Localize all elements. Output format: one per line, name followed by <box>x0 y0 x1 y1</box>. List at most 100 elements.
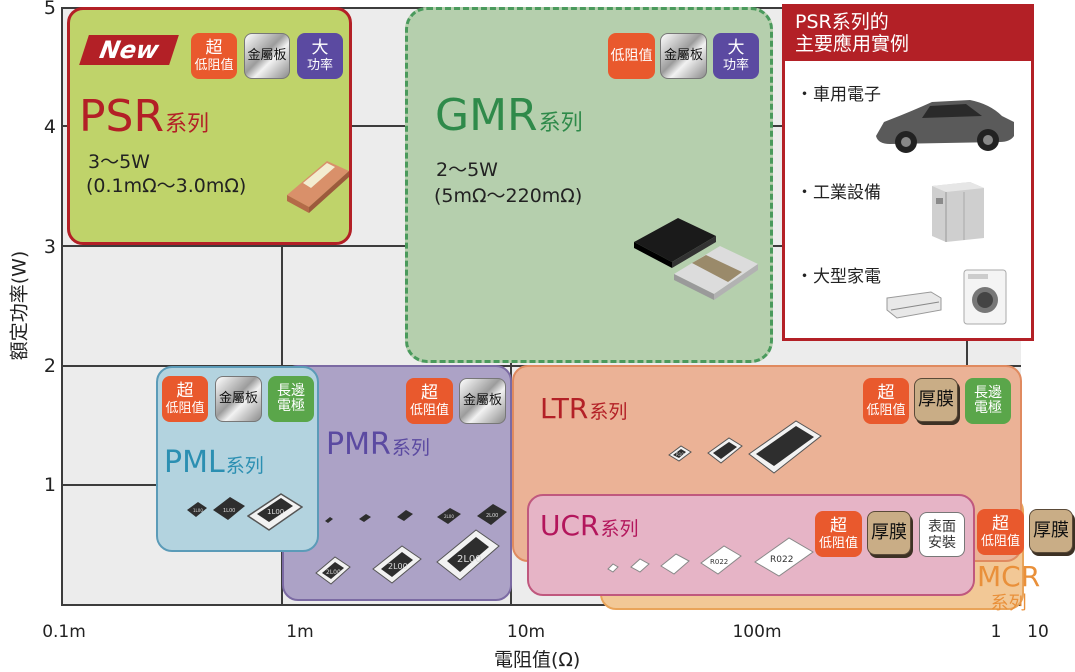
x-tick-label: 10 <box>1027 622 1049 642</box>
series-suffix: 系列 <box>589 401 628 423</box>
pmr-resistor-small <box>397 510 413 521</box>
gmr-resistor-image <box>634 218 758 300</box>
series-suffix: 系列 <box>165 112 210 137</box>
chip-marking: R10 <box>676 452 684 457</box>
badge-text: 超 <box>877 383 895 403</box>
badge-text: 低阻值 <box>980 534 1020 549</box>
series-name: LTR <box>540 392 589 425</box>
badge-text: 表面 <box>928 518 956 535</box>
washing-machine-image <box>963 269 1007 325</box>
gmr-power-spec: 2～5W <box>436 159 498 181</box>
ultra-low-resistance-badge: 超 低阻值 <box>162 376 208 422</box>
ucr-series-title: UCR系列 <box>540 512 639 540</box>
series-name: PML <box>164 445 225 480</box>
chip-marking: 2L00 <box>444 514 454 519</box>
x-tick-label: 100m <box>732 622 782 642</box>
badge-text: 厚膜 <box>1033 520 1069 541</box>
pml-resistor-medium: 1L00 <box>213 497 245 520</box>
chip-marking: 2L00 <box>326 569 341 576</box>
ultra-low-resistance-badge: 超 低阻值 <box>191 33 237 79</box>
pmr-resistor-tiny <box>359 514 371 522</box>
x-tick-label: 10m <box>506 622 546 642</box>
badge-text: 金屬板 <box>218 391 258 406</box>
ltr-series-title: LTR系列 <box>540 395 627 423</box>
mcr-series-title: MCR 系列 <box>977 563 1040 613</box>
pmr-resistor-tiny <box>325 517 333 523</box>
pmr-resistor-small: 2L00 <box>477 504 507 525</box>
gridline-vertical <box>281 7 283 605</box>
badge-text: 超 <box>176 381 194 401</box>
metal-plate-badge: 金屬板 <box>660 33 707 79</box>
new-badge-label: New <box>97 36 161 64</box>
gmr-series-title: GMR系列 <box>435 94 583 138</box>
badge-text: 低阻值 <box>866 403 906 418</box>
y-tick-label: 3 <box>43 236 56 258</box>
long-side-electrode-badge: 長邊 電極 <box>965 378 1011 424</box>
pmr-series-title: PMR系列 <box>326 430 430 460</box>
series-name: MCR <box>977 560 1041 593</box>
ucr-resistor-tiny <box>607 563 619 573</box>
metal-plate-badge: 金屬板 <box>459 378 506 424</box>
y-tick-label: 5 <box>43 0 56 19</box>
x-axis-title: 電阻值(Ω) <box>494 649 581 671</box>
badge-text: 低阻值 <box>165 401 205 416</box>
chip-marking: 1L00 <box>267 508 284 516</box>
badge-text: 超 <box>830 516 847 536</box>
pmr-resistor-large: 2L00 <box>436 529 500 581</box>
pmr-resistor-large: 2L00 <box>372 545 422 584</box>
badge-text: 金屬板 <box>462 393 502 408</box>
badge-text: 安裝 <box>928 534 956 551</box>
pml-resistor-large: 1L00 <box>247 493 303 531</box>
badge-text: 超 <box>421 383 438 403</box>
badge-text: 低阻值 <box>818 536 858 551</box>
series-suffix: 系列 <box>990 593 1027 614</box>
badge-text: 電極 <box>974 400 1002 416</box>
air-conditioner-image <box>886 291 942 319</box>
series-name: PMR <box>326 427 391 462</box>
y-tick-label: 1 <box>43 474 56 496</box>
gridline-vertical <box>61 7 63 605</box>
ucr-resistor-small <box>630 558 650 573</box>
series-suffix: 系列 <box>225 455 264 477</box>
chip-marking: 2L00 <box>457 554 482 565</box>
ultra-low-resistance-badge: 超 低阻值 <box>863 378 909 424</box>
series-suffix: 系列 <box>391 437 430 459</box>
badge-text: 金屬板 <box>663 48 703 63</box>
ultra-low-resistance-badge: 超 低阻值 <box>406 378 453 424</box>
badge-text: 長邊 <box>277 383 305 399</box>
psr-power-spec: 3～5W <box>88 151 150 173</box>
industrial-equipment-image <box>932 182 984 242</box>
chip-marking: R022 <box>710 558 728 566</box>
smd-badge: 表面 安裝 <box>919 512 965 557</box>
badge-text: 厚膜 <box>871 522 907 543</box>
y-axis-title: 額定功率(W) <box>8 250 31 361</box>
x-tick-label: 1m <box>286 622 314 642</box>
applications-title: 主要應用實例 <box>795 33 910 55</box>
badge-text: 長邊 <box>974 385 1002 401</box>
chip-marking: 1L00 <box>193 508 203 513</box>
ucr-resistor-small <box>660 553 690 575</box>
x-tick-label: 0.1m <box>42 622 86 642</box>
high-power-badge: 大 功率 <box>713 33 759 79</box>
ucr-resistor-medium: R022 <box>700 545 742 575</box>
chip-marking: 2L00 <box>388 562 408 571</box>
metal-plate-badge: 金屬板 <box>215 376 262 422</box>
badge-text: 電極 <box>277 398 305 414</box>
ucr-resistor-large: R022 <box>754 537 814 577</box>
badge-text: 大 <box>311 38 329 58</box>
chip-marking: 1L00 <box>223 508 235 514</box>
pmr-resistor-large: 2L00 <box>315 556 351 585</box>
thick-film-badge: 厚膜 <box>1029 509 1073 553</box>
badge-text: 金屬板 <box>247 48 287 63</box>
ultra-low-resistance-badge: 超 低阻值 <box>815 511 862 557</box>
application-item: ・工業設備 <box>796 183 881 203</box>
high-power-badge: 大 功率 <box>297 33 343 79</box>
application-item: ・車用電子 <box>796 85 881 105</box>
y-tick-label: 2 <box>43 355 56 377</box>
series-suffix: 系列 <box>538 111 583 136</box>
metal-plate-badge: 金屬板 <box>244 33 290 79</box>
series-suffix: 系列 <box>600 518 639 540</box>
application-item: ・大型家電 <box>796 267 881 287</box>
series-name: PSR <box>79 91 165 142</box>
ltr-resistor-medium <box>707 437 743 464</box>
